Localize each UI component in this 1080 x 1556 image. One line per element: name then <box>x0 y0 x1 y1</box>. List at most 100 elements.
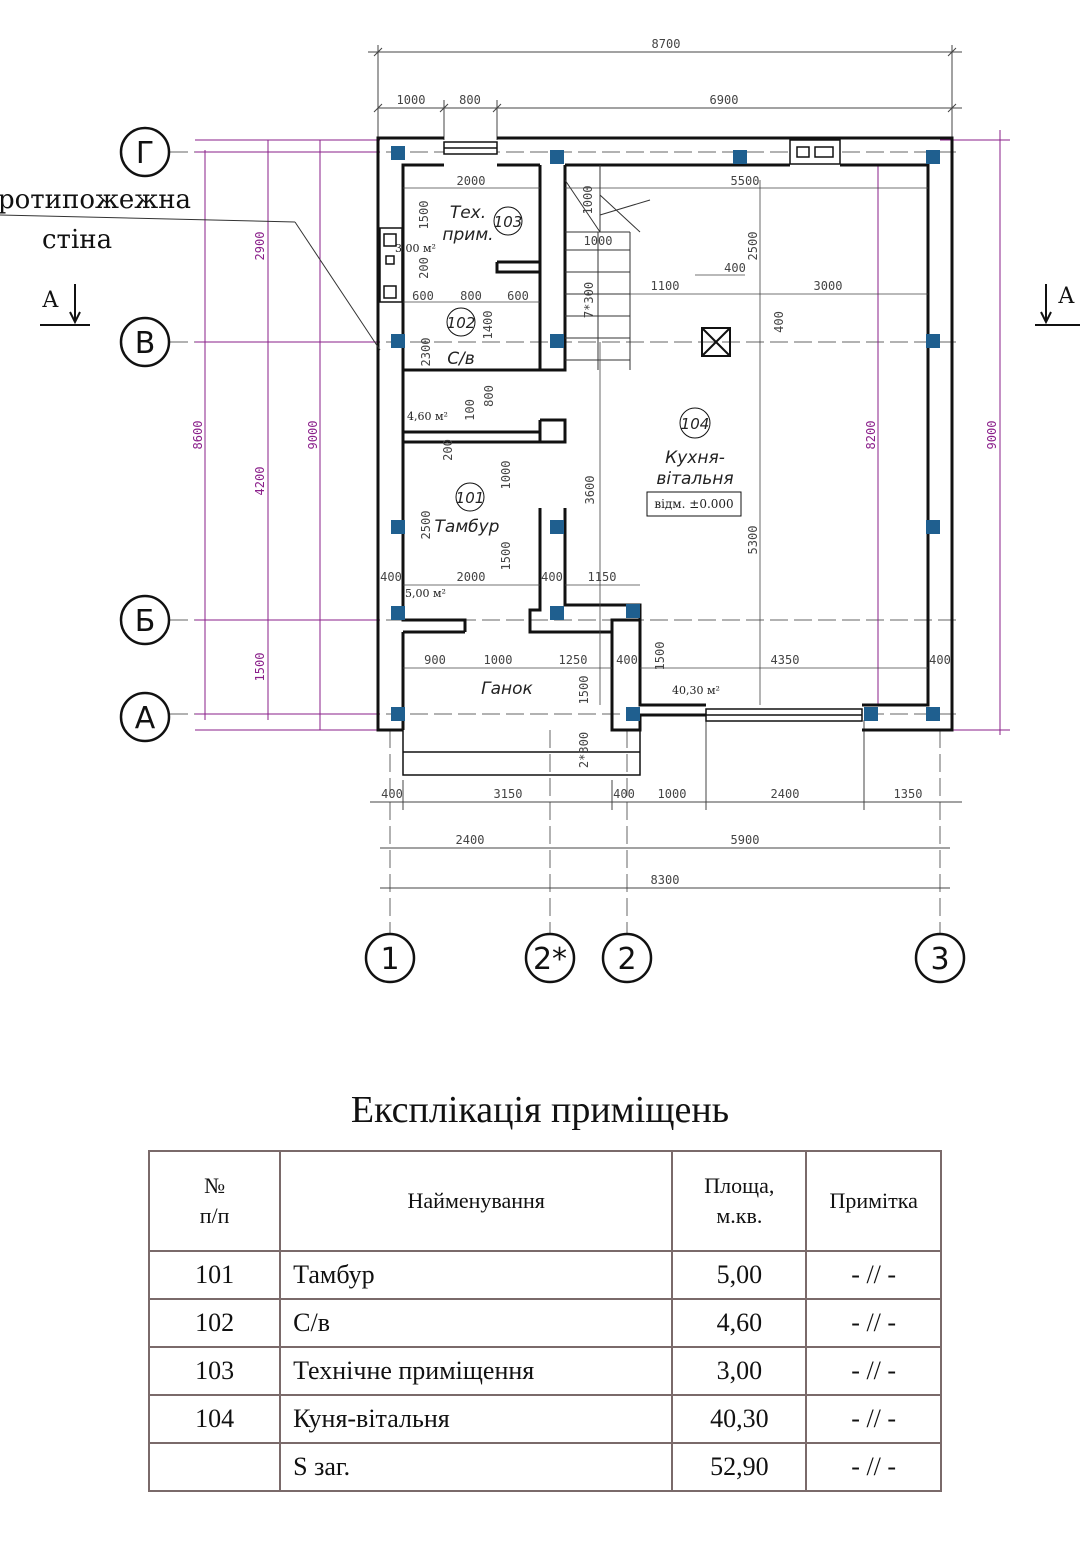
header-number-line1: № <box>204 1173 226 1198</box>
chimney-icon <box>701 327 731 357</box>
cell-name: Технічне приміщення <box>279 1346 674 1396</box>
dim-int-1000: 1000 <box>499 461 513 490</box>
dim-int-3000: 3000 <box>814 279 843 293</box>
dim-right-outer: 9000 <box>985 421 999 450</box>
dim-int-400-f: 400 <box>772 311 786 333</box>
dim-int-100: 100 <box>463 399 477 421</box>
dim-int-7x300: 7*300 <box>582 282 596 318</box>
table-row: 101 Тамбур 5,00 - // - <box>147 1250 942 1300</box>
dim-int-1500-c: 1500 <box>577 676 591 705</box>
cell-note: - // - <box>805 1250 942 1300</box>
cell-name: Тамбур <box>279 1250 674 1300</box>
dim-int-400-a: 400 <box>380 570 402 584</box>
dim-left-2: 4200 <box>253 467 267 496</box>
dim-int-2x300: 2*300 <box>577 732 591 768</box>
room-103-number: 103 <box>494 213 523 231</box>
section-mark-right <box>1035 284 1080 326</box>
dim-int-400-c: 400 <box>616 653 638 667</box>
dim-int-900: 900 <box>424 653 446 667</box>
room-101-name: Тамбур <box>435 517 500 537</box>
cell-area: 4,60 <box>671 1298 808 1348</box>
dim-top-total: 8700 <box>652 37 681 51</box>
area-r101: 5,00 м² <box>405 587 446 600</box>
cell-number: 102 <box>147 1298 282 1348</box>
table-row: 102 С/в 4,60 - // - <box>147 1298 942 1348</box>
dim-left-outer: 8600 <box>191 421 205 450</box>
axis-label-1: 1 <box>380 942 399 977</box>
room-102-name: С/в <box>447 349 475 369</box>
cell-area: 52,90 <box>671 1442 808 1492</box>
room-104-number: 104 <box>681 415 710 433</box>
dim-int-600-a: 600 <box>412 289 434 303</box>
dim-int-400-b: 400 <box>541 570 563 584</box>
explication-title: Експлікація приміщень <box>350 1089 730 1131</box>
walls <box>376 136 954 732</box>
room-103-marker <box>493 206 523 236</box>
firewall-label-2: стіна <box>42 225 112 255</box>
dim-right-inner: 8200 <box>864 421 878 450</box>
header-note: Примітка <box>805 1150 942 1252</box>
dim-int-200-a: 200 <box>417 257 431 279</box>
table-row: 103 Технічне приміщення 3,00 - // - <box>147 1346 942 1396</box>
dim-left-3: 1500 <box>253 653 267 682</box>
top-dimension-lines <box>368 45 962 140</box>
cell-name: Куня-вітальня <box>279 1394 674 1444</box>
dim-bottom-1: 400 <box>381 787 403 801</box>
dim-left-1: 2900 <box>253 232 267 261</box>
cell-name: S заг. <box>279 1442 674 1492</box>
header-number: № п/п <box>147 1150 282 1252</box>
dim-top-1: 1000 <box>397 93 426 107</box>
cell-number <box>147 1442 282 1492</box>
cell-area: 5,00 <box>671 1250 808 1300</box>
header-note-text: Примітка <box>829 1188 918 1213</box>
bottom-dimension-lines <box>370 720 962 889</box>
dim-int-4350: 4350 <box>771 653 800 667</box>
room-101-number: 101 <box>456 489 485 507</box>
header-number-line2: п/п <box>199 1203 230 1228</box>
table-row-total: S заг. 52,90 - // - <box>147 1442 942 1492</box>
axis-label-2star: 2* <box>533 942 567 977</box>
cell-area: 40,30 <box>671 1394 808 1444</box>
table-row: 104 Куня-вітальня 40,30 - // - <box>147 1394 942 1444</box>
cell-area: 3,00 <box>671 1346 808 1396</box>
dim-int-400-e: 400 <box>724 261 746 275</box>
dim-bottom-2: 3150 <box>494 787 523 801</box>
room-102-marker <box>446 307 476 337</box>
cell-number: 104 <box>147 1394 282 1444</box>
dim-int-800-v: 800 <box>482 385 496 407</box>
dim-bottom-6: 1350 <box>894 787 923 801</box>
firewall-leader <box>0 214 381 351</box>
interior-dimension-lines <box>403 180 928 705</box>
room-102-number: 102 <box>447 314 476 332</box>
dim-int-1000-d: 1000 <box>584 234 613 248</box>
cell-number: 103 <box>147 1346 282 1396</box>
cell-note: - // - <box>805 1346 942 1396</box>
axis-label-v: В <box>135 326 156 361</box>
axis-bubbles-numbers <box>364 932 966 984</box>
cell-note: - // - <box>805 1394 942 1444</box>
area-r102: 4,60 м² <box>407 410 448 423</box>
dim-int-1500-b: 1500 <box>499 542 513 571</box>
dim-int-200-b: 200 <box>441 439 455 461</box>
dim-int-600-b: 600 <box>507 289 529 303</box>
dim-int-1400: 1400 <box>481 311 495 340</box>
porch-label: Ганок <box>481 679 533 699</box>
dim-int-2000-b: 2000 <box>457 570 486 584</box>
header-area-line2: м.кв. <box>716 1203 763 1228</box>
level-mark: відм. ±0.000 <box>654 497 733 511</box>
cell-number: 101 <box>147 1250 282 1300</box>
section-label-right: А <box>1058 284 1075 309</box>
windows <box>443 139 863 722</box>
porch-steps <box>402 730 641 776</box>
level-mark-box <box>646 491 742 517</box>
floor-plan: 8700 1000 800 6900 8600 9000 2900 4200 1… <box>0 37 1080 984</box>
dim-bottom-3: 400 <box>613 787 635 801</box>
dim-int-1250: 1250 <box>559 653 588 667</box>
axis-label-3: 3 <box>930 942 949 977</box>
room-103-name-2: прим. <box>442 225 493 245</box>
dim-int-1500-d: 1500 <box>653 642 667 671</box>
stairs-icon <box>564 165 651 370</box>
header-name-text: Найменування <box>407 1188 545 1213</box>
